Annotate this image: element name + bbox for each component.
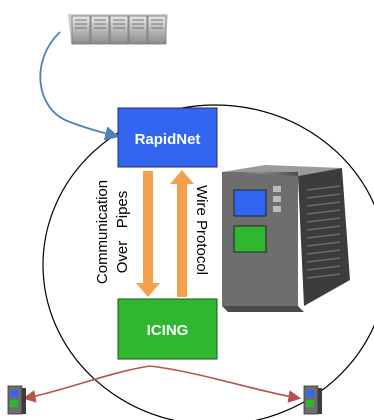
left-link-label-line2: Over Pipes: [114, 191, 131, 274]
blue-arrow: [39, 31, 120, 141]
rapidnet-node: RapidNet: [117, 107, 218, 168]
down-arrow: [136, 171, 160, 297]
small-server-icon: [303, 385, 322, 415]
right-link-label: Wire Protocol: [193, 185, 210, 275]
server-rack-icon: [68, 14, 168, 45]
icing-node: ICING: [117, 298, 218, 360]
up-arrow: [170, 170, 194, 297]
rapidnet-label: RapidNet: [135, 131, 201, 148]
boundary-circle: [42, 104, 374, 420]
small-server-icon: [7, 385, 26, 415]
red-arrow-left: [22, 365, 151, 403]
left-link-label-line1: Communication: [94, 180, 111, 284]
server-tower-icon: [222, 165, 350, 312]
icing-label: ICING: [147, 322, 189, 339]
red-arrow-right: [149, 365, 302, 403]
